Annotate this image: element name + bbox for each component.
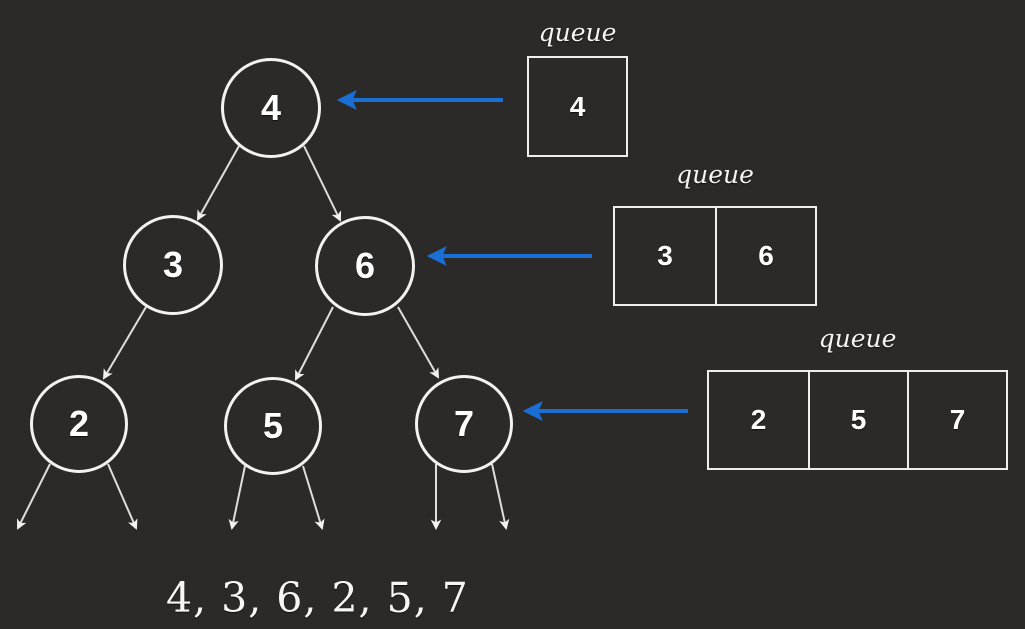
tree-node-2-label: 2: [68, 403, 90, 444]
queue-level-2-box[interactable]: 2 5 7: [707, 370, 1008, 470]
tree-node-3[interactable]: 3: [123, 215, 223, 315]
traversal-order-caption: 4, 3, 6, 2, 5, 7: [166, 574, 469, 622]
tree-node-5[interactable]: 5: [224, 377, 322, 475]
queue-level-1: queue 3 6: [613, 162, 817, 306]
queue-cell[interactable]: 5: [807, 372, 907, 468]
tree-node-2[interactable]: 2: [30, 375, 128, 473]
tree-node-5-label: 5: [262, 405, 284, 446]
edge-4-to-3: [196, 145, 240, 221]
queue-cell-value: 7: [949, 404, 966, 435]
queue-cell[interactable]: 6: [714, 208, 815, 304]
tree-node-7[interactable]: 7: [415, 375, 513, 473]
stub-2-right: [107, 463, 138, 530]
queue-cell-value: 3: [657, 240, 673, 271]
queue-cell-value: 4: [569, 90, 586, 122]
queue-cell[interactable]: 7: [907, 372, 1006, 468]
stub-5-left: [228, 465, 246, 531]
tree-node-3-label: 3: [162, 244, 184, 285]
edge-6-to-7: [397, 306, 440, 379]
tree-node-4[interactable]: 4: [221, 58, 321, 158]
edge-6-to-5: [295, 306, 334, 381]
edge-3-to-2: [102, 306, 147, 380]
queue-level-1-box[interactable]: 3 6: [613, 206, 817, 306]
tree-node-7-label: 7: [453, 403, 475, 444]
tree-node-4-label: 4: [260, 87, 282, 128]
queue-level-1-label: queue: [676, 160, 754, 189]
queue-level-2-label: queue: [818, 324, 897, 353]
queue-level-0: queue 4: [527, 20, 628, 157]
queue-level-0-box[interactable]: 4: [527, 56, 628, 157]
queue-cell[interactable]: 2: [709, 372, 808, 468]
stub-5-right: [302, 465, 325, 530]
stub-2-left: [17, 463, 51, 530]
queue-cell[interactable]: 4: [529, 58, 626, 155]
queue-cell-value: 2: [750, 404, 767, 435]
tree-node-6[interactable]: 6: [315, 216, 415, 316]
tree-node-6-label: 6: [354, 245, 376, 286]
stub-7-right: [491, 463, 510, 531]
queue-cell-value: 6: [758, 240, 774, 271]
edge-4-to-6: [303, 145, 342, 222]
queue-cell-value: 5: [850, 404, 867, 435]
queue-level-2: queue 2 5 7: [707, 326, 1008, 470]
queue-cell[interactable]: 3: [615, 208, 715, 304]
queue-level-0-label: queue: [538, 18, 617, 47]
